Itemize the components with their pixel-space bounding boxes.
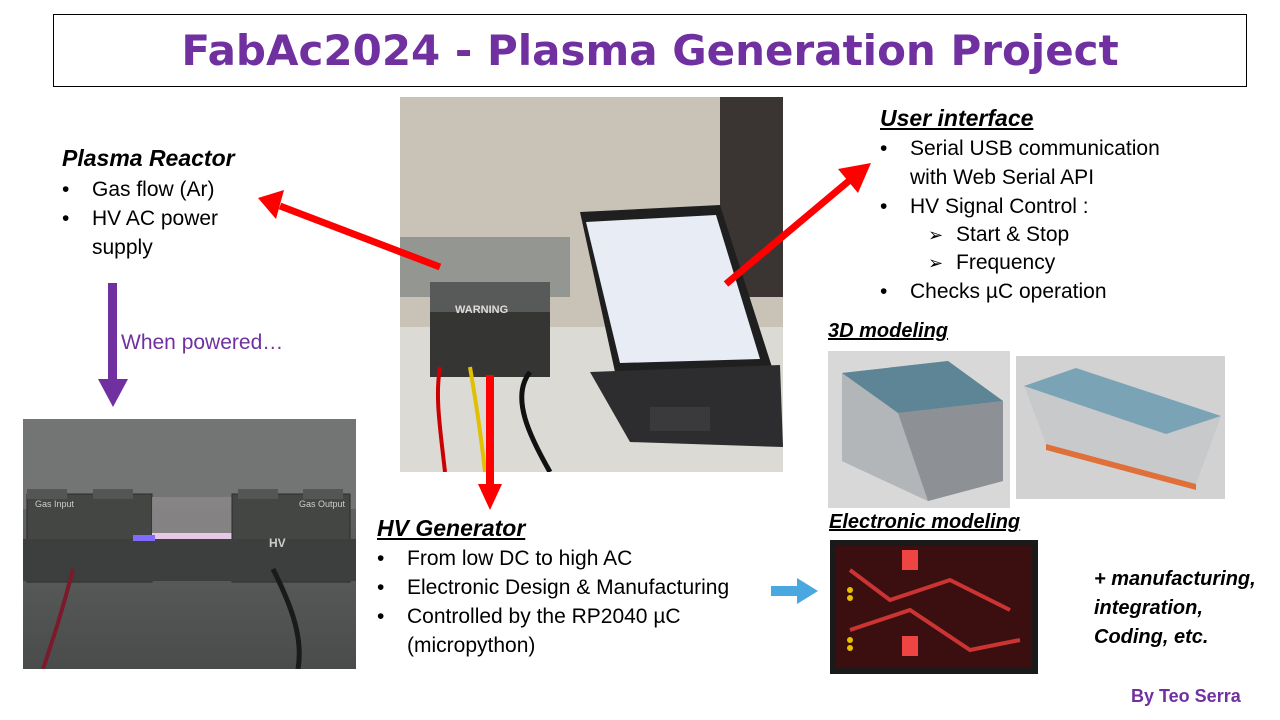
3d-model-image-1 [828, 351, 1010, 508]
hv-label: HV [269, 536, 286, 550]
3d-modeling-heading: 3D modeling [828, 320, 949, 342]
warning-label: WARNING [455, 304, 509, 316]
ui-sub-item: Start & Stop [928, 221, 1260, 249]
extras-line: + manufacturing, [1094, 568, 1256, 590]
3d-model-image-2 [1016, 356, 1225, 499]
hv-item: Electronic Design & Manufacturing [377, 573, 777, 602]
extras-line: Coding, etc. [1094, 626, 1209, 648]
gas-output-label: Gas Output [299, 499, 346, 509]
hv-generator-list: From low DC to high AC Electronic Design… [377, 544, 777, 660]
plasma-reactor-heading: Plasma Reactor [62, 145, 235, 171]
red-arrow-ui [723, 177, 853, 287]
red-arrow-reactor-head [258, 190, 284, 219]
ui-item: Checks µC operation [880, 277, 1260, 306]
plasma-photo: Gas Input Gas Output HV [23, 419, 356, 669]
purple-down-arrow [98, 283, 128, 407]
gas-input-label: Gas Input [35, 499, 75, 509]
ui-sub-item: Frequency [928, 249, 1260, 277]
title-box: FabAc2024 - Plasma Generation Project [53, 14, 1247, 87]
setup-photo: WARNING [400, 97, 783, 472]
when-powered-label: When powered… [121, 331, 284, 354]
extras-line: integration, [1094, 597, 1203, 619]
plasma-reactor-illustration [23, 419, 356, 669]
blue-arrow-head [797, 578, 818, 604]
hv-generator-heading: HV Generator [377, 515, 526, 541]
pcb-image [830, 540, 1038, 674]
page-title: FabAc2024 - Plasma Generation Project [181, 26, 1119, 75]
user-interface-heading: User interface [880, 105, 1034, 131]
red-arrow-hv-head [478, 484, 502, 510]
red-arrow-reactor [278, 202, 442, 271]
hv-item: Controlled by the RP2040 µC(micropython) [377, 602, 777, 660]
setup-illustration [400, 97, 783, 472]
extras-block: + manufacturing, integration, Coding, et… [1094, 565, 1256, 652]
blue-arrow-shaft [771, 586, 799, 596]
electronic-modeling-heading: Electronic modeling [829, 511, 1021, 533]
byline: By Teo Serra [1131, 686, 1241, 706]
hv-item: From low DC to high AC [377, 544, 777, 573]
plasma-reactor-item: Gas flow (Ar) [62, 175, 262, 204]
red-arrow-ui-head [838, 163, 871, 193]
ui-item: HV Signal Control : [880, 192, 1260, 221]
